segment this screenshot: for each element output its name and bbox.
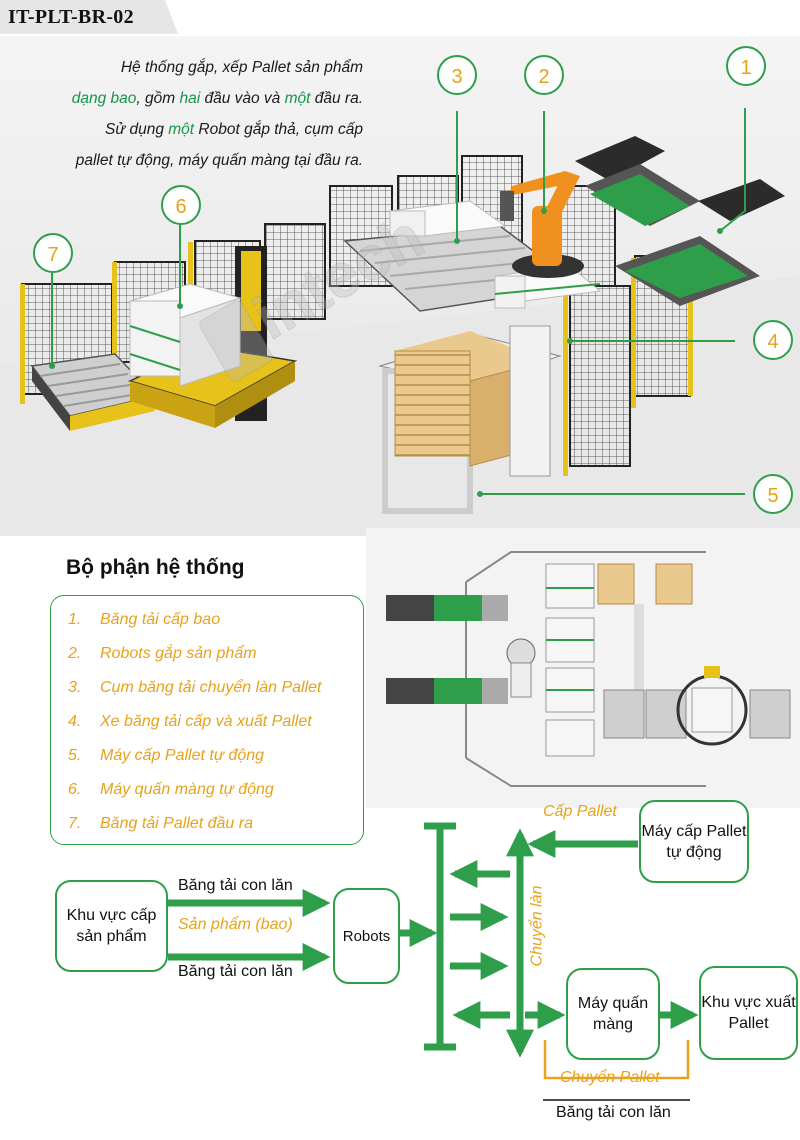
safety-fence-right	[559, 185, 691, 467]
node-output-area: Khu vực xuất Pallet	[699, 966, 798, 1060]
callout-2: 2	[524, 55, 564, 95]
intro-line-1: Hệ thống gắp, xếp Pallet sản phẩm	[120, 59, 363, 76]
parts-item-4: 4.Xe băng tải cấp và xuất Pallet	[68, 713, 312, 730]
layout-top-view	[366, 528, 800, 808]
label-transfer-pallet: Chuyển Pallet	[560, 1069, 660, 1086]
header-tag	[0, 0, 178, 34]
parts-item-7: 7.Băng tải Pallet đầu ra	[68, 815, 253, 832]
label-supply-pallet: Cấp Pallet	[543, 803, 617, 820]
flow-arrows	[168, 822, 699, 1101]
intro-line-2: dạng bao, gồm hai đầu vào và một đầu ra.	[71, 90, 363, 107]
parts-item-6: 6.Máy quấn màng tự động	[68, 781, 274, 798]
robot-arm	[500, 171, 584, 278]
intro-text: Hệ thống gắp, xếp Pallet sản phẩm dạng b…	[18, 52, 363, 176]
label-conveyor-top: Băng tải con lăn	[178, 877, 293, 894]
callout-leaders	[51, 108, 746, 495]
node-pallet-feeder: Máy cấp Pallet tự động	[639, 800, 749, 883]
intro-line-4: pallet tự động, máy quấn màng tại đầu ra…	[75, 152, 363, 169]
parts-title: Bộ phận hệ thống	[66, 556, 245, 579]
infeed-conveyor-lower	[615, 179, 785, 306]
node-robots: Robots	[333, 888, 400, 984]
callout-7: 7	[33, 233, 73, 273]
label-lane-change: Chuyển làn	[528, 885, 546, 967]
label-conveyor-bottom: Băng tải con lăn	[178, 963, 293, 980]
node-input-area: Khu vực cấp sản phẩm	[55, 880, 168, 972]
parts-list-box	[50, 595, 364, 845]
parts-item-3: 3.Cụm băng tải chuyển làn Pallet	[68, 679, 322, 696]
parts-item-5: 5.Máy cấp Pallet tự động	[68, 747, 265, 764]
intro-line-3: Sử dụng một Robot gắp thả, cụm cấp	[105, 121, 363, 138]
callout-4: 4	[753, 320, 793, 360]
callout-5: 5	[753, 474, 793, 514]
wrapped-bags	[128, 283, 242, 387]
system-illustration: intech	[0, 36, 800, 536]
label-roller-conveyor: Băng tải con lăn	[556, 1104, 671, 1121]
callout-3: 3	[437, 55, 477, 95]
label-product: Sản phẩm (bao)	[178, 916, 293, 933]
callout-6: 6	[161, 185, 201, 225]
infeed-conveyor-upper	[575, 136, 700, 226]
pallet-feeder	[378, 325, 562, 514]
node-wrapper: Máy quấn màng	[566, 968, 660, 1060]
parts-item-1: 1.Băng tải cấp bao	[68, 611, 221, 628]
product-code: IT-PLT-BR-02	[8, 6, 134, 28]
callout-1: 1	[726, 46, 766, 86]
layout-top-view-drawing	[386, 551, 791, 787]
parts-item-2: 2.Robots gắp sản phẩm	[68, 645, 257, 662]
